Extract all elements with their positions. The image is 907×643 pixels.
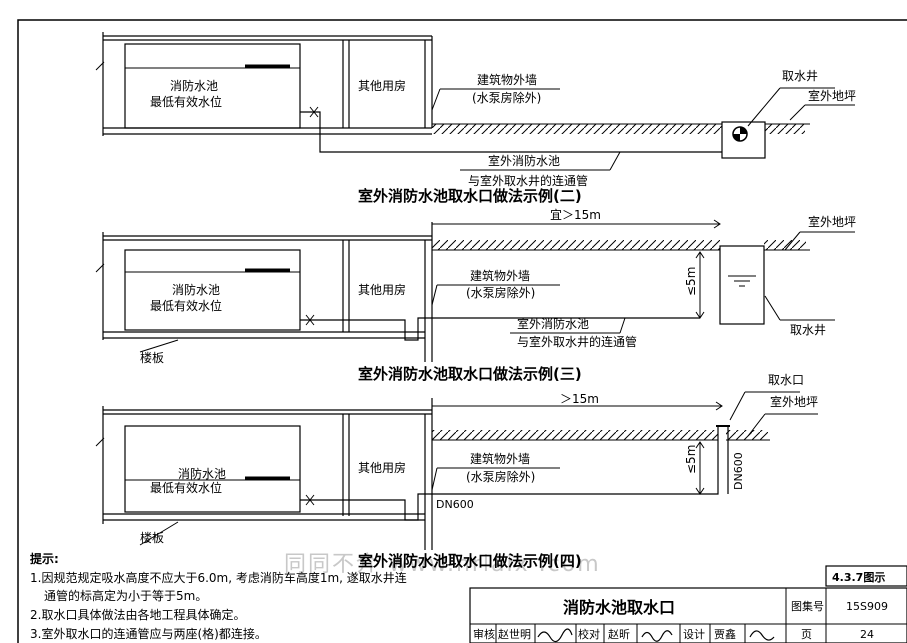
title-block: [469, 565, 907, 643]
depth-label-4: ≤5m: [684, 445, 698, 474]
title-example-3: 室外消防水池取水口做法示例(三): [358, 365, 582, 383]
atlas-label: 图集号: [791, 599, 824, 613]
dn600-label-pool: DN600: [436, 498, 474, 511]
title-example-4: 室外消防水池取水口做法示例(四): [358, 552, 582, 570]
note-1b: 通管的标高定为小于等于5m。: [44, 588, 207, 603]
wall-label-4b: (水泵房除外): [466, 469, 535, 484]
well-label-3: 取水井: [790, 323, 826, 337]
atlas-number: 15S909: [846, 600, 888, 613]
wall-label-2b: (水泵房除外): [472, 90, 541, 105]
pipe-label-2b: 与室外取水井的连通管: [468, 173, 588, 188]
checker-name: 赵昕: [608, 627, 630, 641]
min-level-label-3: 最低有效水位: [150, 298, 222, 313]
example-2-diagram: [95, 32, 855, 171]
notes-heading: 提示:: [30, 551, 59, 566]
dim-15m-label-3: 宜＞15m: [550, 207, 601, 222]
floor-label-3: 楼板: [140, 350, 164, 365]
dim-15m-label-4: ＞15m: [560, 392, 599, 406]
ground-label-3: 室外地坪: [808, 214, 856, 229]
well-label-2: 取水井: [782, 69, 818, 83]
note-1a: 1.因规范规定吸水高度不应大于6.0m, 考虑消防车高度1m, 遂取水井连: [30, 570, 407, 585]
designer-name: 贾鑫: [714, 627, 736, 641]
page-label: 页: [801, 628, 812, 641]
note-2: 2.取水口具体做法由各地工程具体确定。: [30, 607, 245, 622]
page-number: 24: [860, 628, 874, 641]
example-4-diagram: [95, 391, 818, 550]
wall-label-2a: 建筑物外墙: [477, 72, 537, 87]
ground-label-4: 室外地坪: [770, 394, 818, 409]
fire-pool-label-4: 消防水池: [178, 466, 226, 481]
wall-label-3a: 建筑物外墙: [470, 268, 530, 283]
title-example-2: 室外消防水池取水口做法示例(二): [358, 187, 582, 205]
check-label: 校对: [578, 627, 600, 641]
section-number: 4.3.7图示: [832, 571, 885, 584]
min-level-label-2: 最低有效水位: [150, 94, 222, 109]
reviewer-name: 赵世明: [498, 627, 531, 641]
design-label: 设计: [683, 628, 705, 641]
pipe-label-3b: 与室外取水井的连通管: [517, 334, 637, 349]
fire-pool-label-2: 消防水池: [170, 78, 218, 93]
note-3: 3.室外取水口的连通管应与两座(格)都连接。: [30, 626, 267, 641]
other-room-label-4: 其他用房: [358, 460, 406, 475]
wall-label-4a: 建筑物外墙: [470, 451, 530, 466]
example-3-diagram: [95, 219, 855, 362]
pipe-label-2a: 室外消防水池: [488, 153, 560, 168]
min-level-label-4: 最低有效水位: [150, 480, 222, 495]
watermark: 同同不介 www.nrlaix .com: [284, 552, 601, 577]
dn600-label-riser: DN600: [732, 452, 745, 490]
ground-label-2: 室外地坪: [808, 88, 856, 103]
wall-label-3b: (水泵房除外): [466, 285, 535, 300]
floor-label-4: 楼板: [140, 530, 164, 545]
pipe-label-3a: 室外消防水池: [517, 316, 589, 331]
review-label: 审核: [473, 627, 495, 641]
sheet-border: [17, 19, 907, 643]
intake-label-4: 取水口: [768, 373, 804, 387]
other-room-label-3: 其他用房: [358, 282, 406, 297]
fire-pool-label-3: 消防水池: [172, 282, 220, 297]
drawing-title: 消防水池取水口: [563, 598, 675, 617]
other-room-label-2: 其他用房: [358, 78, 406, 93]
well-box-3: [719, 245, 765, 325]
depth-label-3: ≤5m: [684, 267, 698, 296]
